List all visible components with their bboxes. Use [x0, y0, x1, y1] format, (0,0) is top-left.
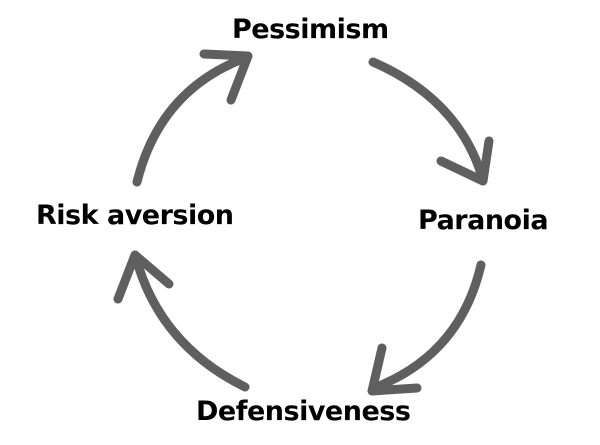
arrow-pessimism-to-paranoia-shaft [368, 57, 488, 185]
arrow-defensiveness-to-risk-aversion [113, 250, 250, 392]
arrow-risk-aversion-to-pessimism-head [199, 49, 253, 105]
arrow-risk-aversion-to-pessimism [132, 49, 253, 187]
node-pessimism: Pessimism [232, 14, 389, 45]
arrow-pessimism-to-paranoia [368, 57, 494, 186]
arrow-defensiveness-to-risk-aversion-head [113, 250, 174, 304]
node-defensiveness: Defensiveness [196, 396, 411, 427]
arrow-risk-aversion-to-pessimism-shaft [132, 53, 250, 187]
arrow-paranoia-to-defensiveness-shaft [369, 260, 486, 393]
arrow-paranoia-to-defensiveness [367, 260, 486, 396]
node-paranoia: Paranoia [418, 205, 549, 236]
arrow-pessimism-to-paranoia-head [436, 136, 494, 186]
arrow-defensiveness-to-risk-aversion-shaft [131, 253, 250, 392]
arrow-paranoia-to-defensiveness-head [367, 343, 422, 396]
node-risk-aversion: Risk aversion [36, 200, 234, 231]
